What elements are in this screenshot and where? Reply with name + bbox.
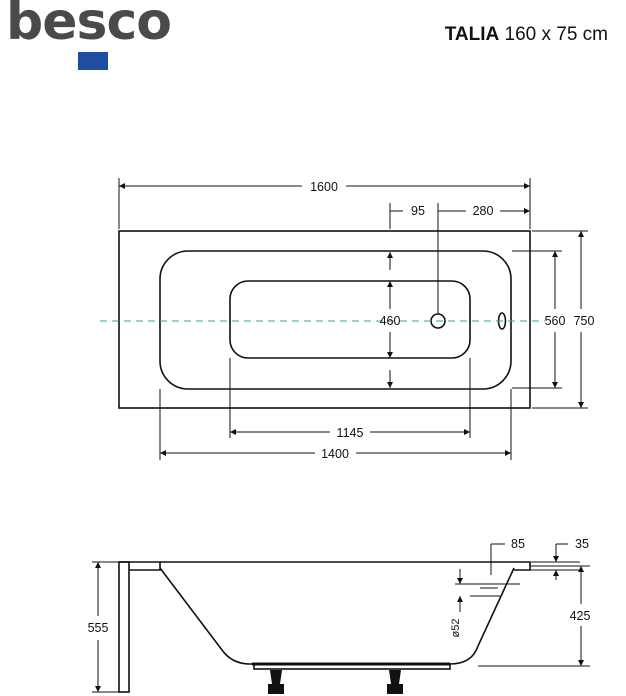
label-inner-length: 1400 [321, 447, 349, 461]
dim-rim-thickness [530, 543, 580, 580]
label-bottom-length: 1145 [337, 426, 364, 440]
brand-accent-square [78, 52, 108, 70]
product-title: TALIA 160 x 75 cm [445, 24, 608, 46]
product-size: 160 x 75 cm [504, 24, 609, 45]
side-view [118, 561, 531, 693]
label-overall-width: 750 [574, 314, 595, 328]
tub-bottom [229, 280, 471, 359]
foot-left-base [268, 684, 284, 694]
side-panel [118, 561, 130, 693]
foot-right-icon [389, 670, 401, 684]
dim-inner-length [159, 389, 512, 460]
label-total-height: 555 [88, 621, 109, 635]
brand-name: besco [6, 0, 172, 52]
dim-widths [512, 230, 588, 409]
label-drain-offset-a: 95 [411, 204, 425, 218]
label-overall-length: 1600 [310, 180, 338, 194]
dim-bottom-length [229, 358, 471, 438]
dim-rim-width [490, 543, 505, 575]
label-depth: 425 [570, 609, 591, 623]
dim-drain-diameter [455, 569, 520, 612]
tub-outline [118, 230, 531, 409]
label-rim-width: 85 [511, 537, 525, 551]
support-frame [253, 663, 451, 670]
product-model: TALIA [444, 24, 500, 45]
rim-right [514, 562, 531, 571]
dim-overall-length [118, 178, 531, 229]
dim-drain-offset [389, 203, 530, 314]
top-view [118, 230, 531, 409]
dim-total-height [92, 561, 119, 693]
label-drain-offset-b: 280 [473, 204, 494, 218]
foot-right-base [387, 684, 403, 694]
dim-depth [478, 565, 590, 667]
label-rim-thickness: 35 [575, 537, 589, 551]
label-drain-diameter: ø52 [450, 619, 462, 638]
rim-left [119, 561, 161, 571]
feet [268, 670, 403, 694]
label-bottom-width: 460 [380, 314, 401, 328]
brand-logo: besco [6, 0, 196, 72]
label-inner-width: 560 [545, 314, 566, 328]
tub-body-profile [159, 567, 515, 665]
tub-inner-basin [159, 250, 512, 390]
foot-left-icon [270, 670, 282, 684]
